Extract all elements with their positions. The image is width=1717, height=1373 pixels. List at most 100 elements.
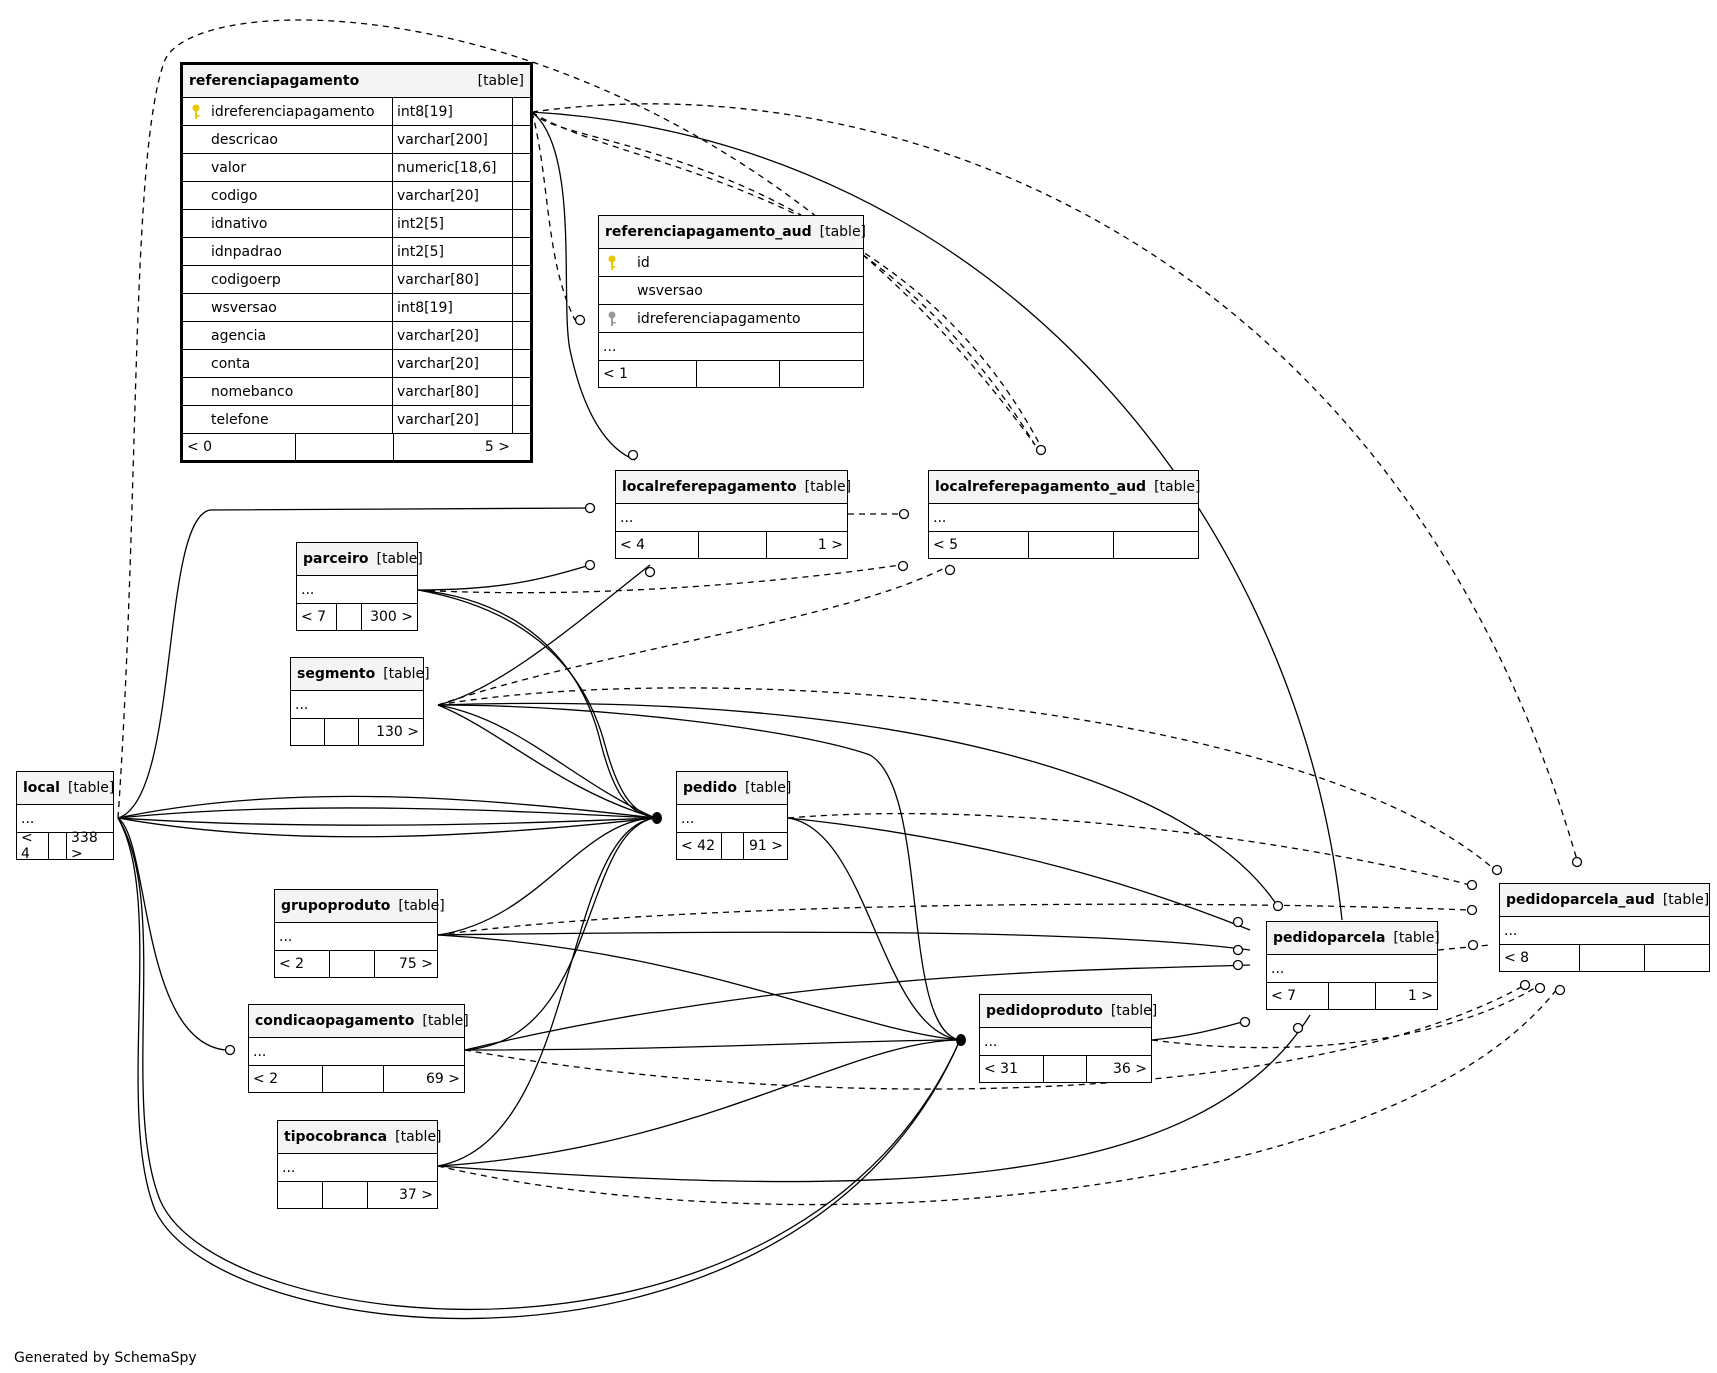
edge-segmento-pedidoproduto <box>437 704 961 1041</box>
table-header: referenciapagamento [table] <box>183 65 530 98</box>
table-grupoproduto[interactable]: grupoproduto [table] ... < 2 75 > <box>274 889 445 978</box>
children-count[interactable]: 91 > <box>749 838 783 854</box>
table-pedidoproduto[interactable]: pedidoproduto [table] ... < 31 36 > <box>979 994 1157 1083</box>
table-type: [table] <box>67 780 115 796</box>
edge-pedido-pedidoparcela <box>787 817 1251 931</box>
parents-count[interactable]: < 0 <box>183 434 296 460</box>
table-name: localreferepagamento <box>622 479 797 495</box>
mid-count <box>1029 532 1114 558</box>
parents-count[interactable]: < 31 <box>980 1056 1044 1082</box>
table-name: grupoproduto <box>281 898 391 914</box>
table-type: [table] <box>395 1129 442 1145</box>
parents-count[interactable]: < 7 <box>297 604 337 630</box>
children-count[interactable]: 300 > <box>370 609 413 625</box>
table-segmento[interactable]: segmento [table] ... 130 > <box>290 657 430 746</box>
parents-count[interactable]: < 2 <box>275 951 330 977</box>
more-columns: ... <box>275 923 437 951</box>
column-name: idreferenciapagamento <box>183 98 393 125</box>
parents-count[interactable]: < 4 <box>616 532 699 558</box>
parents-count[interactable]: < 42 <box>677 833 722 859</box>
column-spacer <box>513 238 530 265</box>
primary-key-icon <box>187 104 205 120</box>
table-localreferepagamento_aud[interactable]: localreferepagamento_aud [table] ... < 5 <box>928 470 1200 559</box>
edge-pedido-pedidoproduto <box>787 817 961 1041</box>
column-name: codigoerp <box>183 266 393 293</box>
edge-tipocobranca-pedidoproduto <box>437 1039 961 1167</box>
parents-count <box>291 719 325 745</box>
column-name-text: nomebanco <box>211 383 294 400</box>
table-pedido[interactable]: pedido [table] ... < 42 91 > <box>676 771 791 860</box>
children-count[interactable]: 36 > <box>1113 1061 1147 1077</box>
relationship-counts: < 0 5 > <box>183 434 530 460</box>
table-referenciapagamento[interactable]: referenciapagamento [table] idreferencia… <box>180 62 533 463</box>
mid-count <box>323 1066 384 1092</box>
column-row[interactable]: idreferenciapagamento <box>599 305 863 333</box>
children-count[interactable]: 1 > <box>817 537 843 553</box>
edge-endpoint-circle <box>224 1044 236 1056</box>
column-name-text: idreferenciapagamento <box>211 103 375 120</box>
column-type: int8[19] <box>393 294 513 321</box>
column-row[interactable]: wsversao <box>599 277 863 305</box>
table-type: [table] <box>477 73 524 89</box>
children-count[interactable]: 37 > <box>399 1187 433 1203</box>
mid-count <box>323 1182 368 1208</box>
edge-parceiro-pedido-2 <box>417 589 656 819</box>
table-local[interactable]: local [table] ... < 4 338 > <box>16 771 115 862</box>
table-parceiro[interactable]: parceiro [table] ... < 7 300 > <box>296 542 423 631</box>
table-header: localreferepagamento [table] <box>616 471 851 504</box>
parents-count[interactable]: < 8 <box>1500 945 1580 971</box>
parents-count[interactable]: < 4 <box>17 830 49 862</box>
edge-endpoint-circle <box>1534 982 1546 994</box>
parents-count[interactable]: < 2 <box>249 1066 323 1092</box>
edge-endpoint-circle <box>644 566 656 578</box>
column-name: valor <box>183 154 393 181</box>
table-tipocobranca[interactable]: tipocobranca [table] ... 37 > <box>277 1120 442 1209</box>
relationship-counts: 130 > <box>291 719 423 745</box>
column-row[interactable]: id <box>599 249 863 277</box>
parents-count[interactable]: < 5 <box>929 532 1029 558</box>
foreign-key-icon <box>603 311 621 327</box>
children-count[interactable]: 130 > <box>376 724 419 740</box>
parents-count[interactable]: < 1 <box>599 361 697 387</box>
column-type: varchar[80] <box>393 266 513 293</box>
edge-segmento-localreferepagamento_aud <box>437 564 951 706</box>
edge-endpoint-circle <box>1491 864 1503 876</box>
table-pedidoparcela_aud[interactable]: pedidoparcela_aud [table] ... < 8 <box>1499 883 1710 972</box>
children-count[interactable]: 1 > <box>1407 988 1433 1004</box>
edge-local-pedido-3 <box>117 817 656 826</box>
table-pedidoparcela[interactable]: pedidoparcela [table] ... < 7 1 > <box>1266 921 1440 1010</box>
table-header: tipocobranca [table] <box>278 1121 442 1154</box>
relationship-counts: < 42 91 > <box>677 833 787 859</box>
table-name: condicaopagamento <box>255 1013 415 1029</box>
column-name: agencia <box>183 322 393 349</box>
footer-credit: Generated by SchemaSpy <box>14 1350 197 1366</box>
edge-referenciapagamento-pedidoparcela_aud <box>531 103 1578 861</box>
children-count[interactable]: 75 > <box>399 956 433 972</box>
edge-endpoint-circle <box>1035 444 1047 456</box>
column-name-text: conta <box>211 355 251 372</box>
children-count[interactable]: 338 > <box>71 830 98 862</box>
edge-endpoint-dot <box>652 812 662 824</box>
parents-count[interactable]: < 7 <box>1267 983 1329 1009</box>
children-count[interactable]: 69 > <box>426 1071 460 1087</box>
table-condicaopagamento[interactable]: condicaopagamento [table] ... < 2 69 > <box>248 1004 469 1093</box>
column-type: varchar[200] <box>393 126 513 153</box>
column-name: nomebanco <box>183 378 393 405</box>
table-localreferepagamento[interactable]: localreferepagamento [table] ... < 4 1 > <box>615 470 851 559</box>
children-count[interactable]: 5 > <box>484 439 510 455</box>
mid-count <box>697 361 780 387</box>
